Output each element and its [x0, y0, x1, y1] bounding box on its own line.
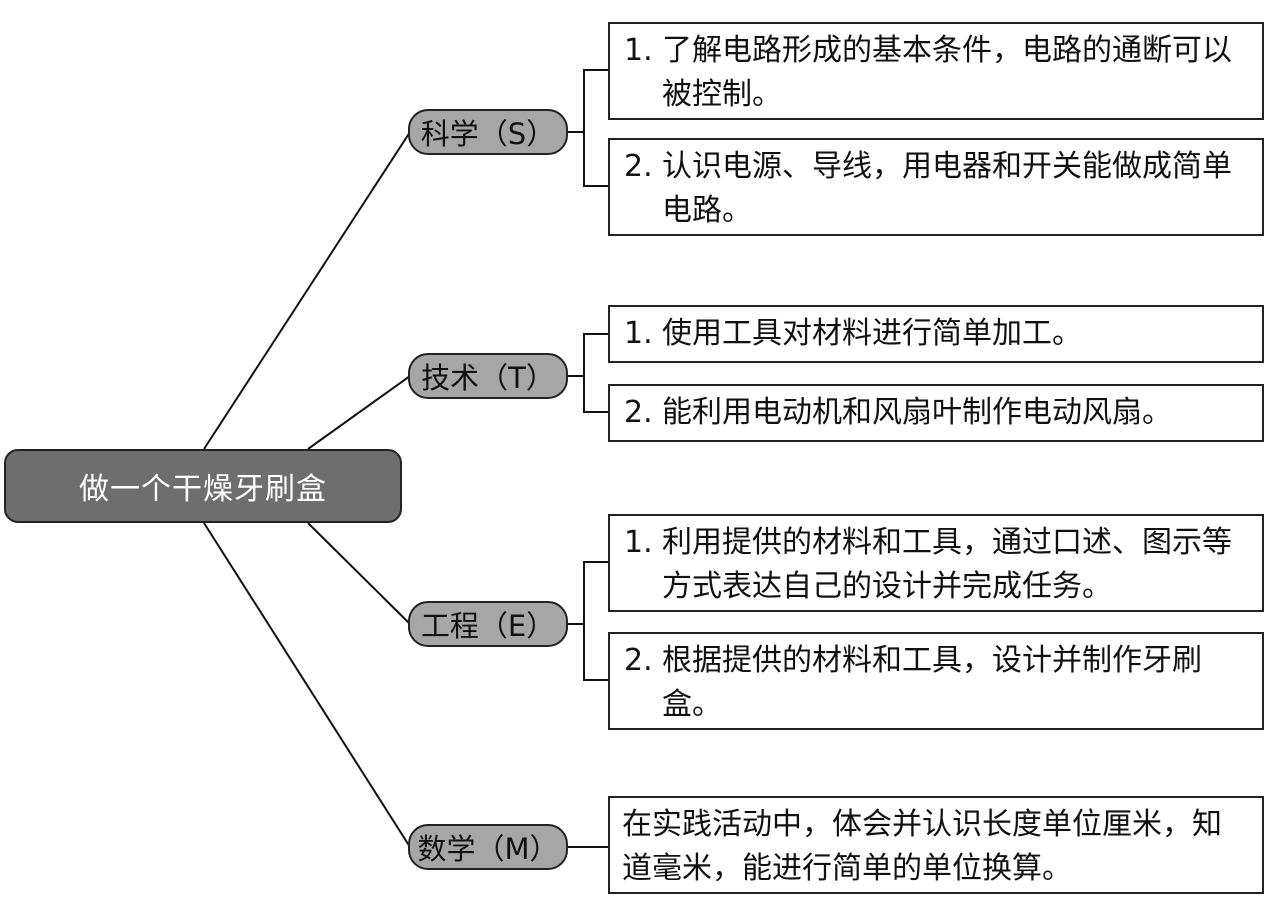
item-text: 认识电源、导线，用电器和开关能做成简单电路。 — [662, 149, 1232, 228]
engineering-goal-2: 2. 根据提供的材料和工具，设计并制作牙刷盒。 — [608, 632, 1264, 730]
item-text: 能利用电动机和风扇叶制作电动风扇。 — [662, 395, 1172, 430]
item-text: 根据提供的材料和工具，设计并制作牙刷盒。 — [662, 643, 1202, 722]
item-number: 1. — [624, 525, 653, 560]
item-number: 2. — [624, 149, 653, 184]
item-number: 2. — [624, 395, 653, 430]
connector-root-technology — [307, 375, 411, 450]
engineering-goal-1: 1. 利用提供的材料和工具，通过口述、图示等方式表达自己的设计并完成任务。 — [608, 514, 1264, 612]
item-number: 1. — [624, 316, 653, 351]
branch-math-node: 数学（M） — [408, 824, 568, 870]
technology-goal-2: 2. 能利用电动机和风扇叶制作电动风扇。 — [608, 384, 1264, 442]
connector-root-science — [203, 131, 411, 450]
branch-technology-node: 技术（T） — [408, 353, 568, 399]
science-goal-2: 2. 认识电源、导线，用电器和开关能做成简单电路。 — [608, 138, 1264, 236]
item-number: 1. — [624, 33, 653, 68]
branch-engineering-node: 工程（E） — [408, 601, 568, 647]
bracket-technology — [568, 333, 608, 413]
item-text: 了解电路形成的基本条件，电路的通断可以被控制。 — [662, 33, 1232, 112]
branch-science-node: 科学（S） — [408, 109, 568, 155]
item-text: 在实践活动中，体会并认识长度单位厘米，知道毫米，能进行简单的单位换算。 — [622, 807, 1222, 886]
math-goal: 在实践活动中，体会并认识长度单位厘米，知道毫米，能进行简单的单位换算。 — [608, 796, 1264, 894]
item-text: 利用提供的材料和工具，通过口述、图示等方式表达自己的设计并完成任务。 — [662, 525, 1232, 604]
item-text: 使用工具对材料进行简单加工。 — [662, 316, 1082, 351]
bracket-science — [568, 69, 608, 187]
science-goal-1: 1. 了解电路形成的基本条件，电路的通断可以被控制。 — [608, 22, 1264, 120]
connector-root-math — [203, 522, 411, 848]
connector-root-engineering — [307, 522, 411, 625]
technology-goal-1: 1. 使用工具对材料进行简单加工。 — [608, 305, 1264, 363]
bracket-engineering — [568, 561, 608, 681]
root-node: 做一个干燥牙刷盒 — [4, 449, 402, 523]
item-number: 2. — [624, 643, 653, 678]
